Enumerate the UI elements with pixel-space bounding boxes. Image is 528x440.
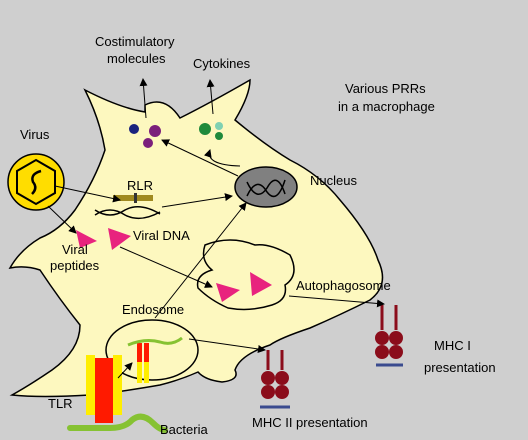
virus [7,153,65,211]
viral-rna-strand [94,209,161,220]
endosomal-tlr [127,336,183,383]
label-rlr: RLR [127,178,153,193]
label-mhc-i-1: MHC I [434,338,471,353]
mhc-i [375,305,403,367]
costimulatory-molecules [129,124,161,148]
label-viral-dna: Viral DNA [133,228,190,243]
cytokines [199,122,223,140]
label-virus: Virus [20,127,50,142]
label-prrs-1: Various PRRs [345,81,426,96]
mhc-ii [260,350,290,409]
nucleus [234,166,298,208]
viral-peptide [76,230,97,248]
macrophage-cell [8,78,384,398]
label-nucleus: Nucleus [310,173,357,188]
label-mhc-ii: MHC II presentation [252,415,368,430]
tlr-receptor [86,355,122,423]
label-viral-peptides-2: peptides [50,258,100,273]
label-costimulatory-1: Costimulatory [95,34,175,49]
rlr-receptor [113,195,153,201]
label-endosome: Endosome [122,302,184,317]
viral-peptide [250,272,272,296]
arrows [47,78,385,379]
label-prrs-2: in a macrophage [338,99,435,114]
label-tlr: TLR [48,396,73,411]
label-cytokines: Cytokines [193,56,251,71]
label-bacteria: Bacteria [160,422,208,437]
viral-peptide [108,228,131,250]
autophagosome [196,239,295,311]
label-costimulatory-2: molecules [107,51,166,66]
label-viral-peptides-1: Viral [62,242,88,257]
viral-peptide [216,283,240,302]
label-mhc-i-2: presentation [424,360,496,375]
label-autophagosome: Autophagosome [296,278,391,293]
bacteria [67,413,168,433]
